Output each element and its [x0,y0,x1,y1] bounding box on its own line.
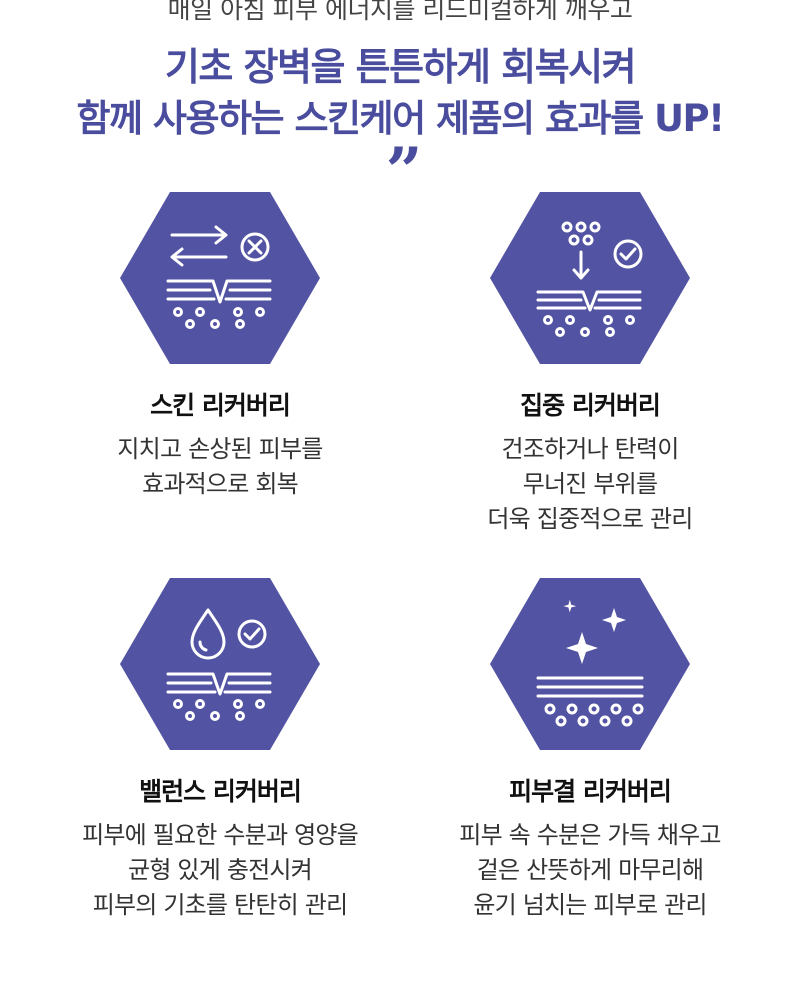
headline-line-2: 함께 사용하는 스킨케어 제품의 효과를 UP! [76,97,725,140]
card-description: 건조하거나 탄력이 무너진 부위를 더욱 집중적으로 관리 [487,435,693,533]
card-description: 피부에 필요한 수분과 영양을 균형 있게 충전시켜 피부의 기초를 탄탄히 관… [82,821,359,919]
intro-text: 매일 아침 피부 에너지를 리드미컬하게 깨우고 [167,0,633,24]
card-description: 피부 속 수분은 가득 채우고 겉은 산뜻하게 마무리해 윤기 넘치는 피부로 … [459,821,721,919]
skin-sparkle-icon [490,578,690,750]
card-title: 밸런스 리커버리 [139,777,302,806]
card-description: 지치고 손상된 피부를 효과적으로 회복 [117,435,323,498]
card-balance-recovery: 밸런스 리커버리 피부에 필요한 수분과 영양을 균형 있게 충전시켜 피부의 … [20,578,420,923]
card-texture-recovery: 피부결 리커버리 피부 속 수분은 가득 채우고 겉은 산뜻하게 마무리해 윤기… [390,578,790,923]
skin-drop-icon [120,578,320,750]
headline-line-1: 기초 장벽을 튼튼하게 회복시켜 [164,45,637,89]
quote-mark: ” [385,134,423,209]
card-title: 스킨 리커버리 [150,391,291,420]
skin-exchange-icon [120,192,320,364]
card-title: 집중 리커버리 [520,391,661,420]
card-skin-recovery: 스킨 리커버리 지치고 손상된 피부를 효과적으로 회복 [20,192,420,502]
card-title: 피부결 리커버리 [509,777,672,806]
skin-absorption-icon [490,192,690,364]
card-intensive-recovery: 집중 리커버리 건조하거나 탄력이 무너진 부위를 더욱 집중적으로 관리 [390,192,790,537]
